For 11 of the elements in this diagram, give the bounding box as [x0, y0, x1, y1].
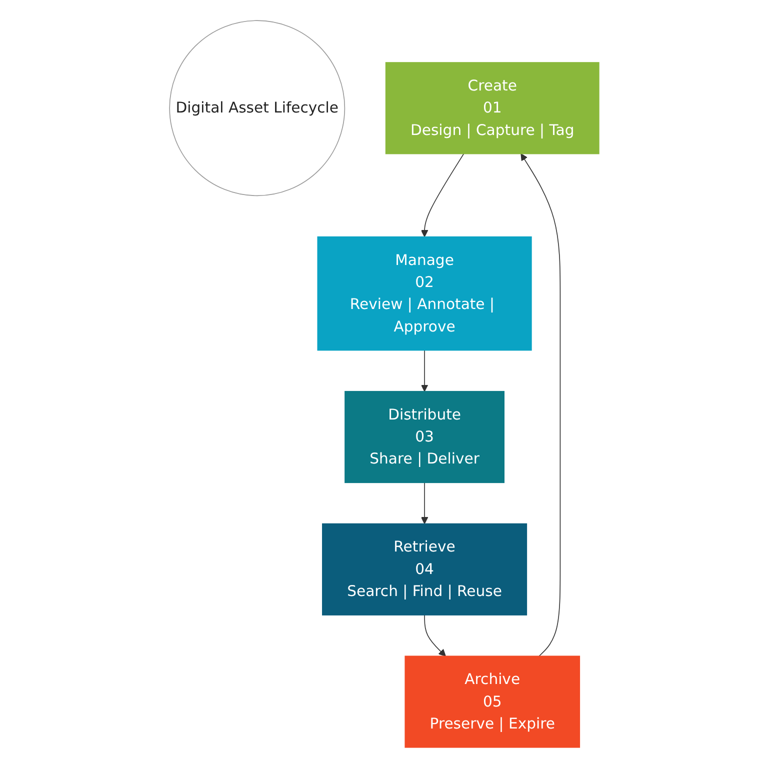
- node-circle: Digital Asset Lifecycle: [168, 20, 345, 196]
- node-box: Archive 05 Preserve | Expire: [404, 656, 580, 748]
- node-box: Create 01 Design | Capture | Tag: [385, 62, 600, 154]
- arrow: [420, 482, 428, 524]
- node-box: Distribute 03 Share | Deliver: [344, 390, 504, 484]
- arrow: [520, 153, 560, 657]
- node-box: Manage 02 Review | Annotate | Approve: [316, 236, 532, 351]
- arrow: [420, 153, 464, 238]
- arrow: [424, 614, 446, 656]
- arrow: [420, 350, 428, 392]
- node-box: Retrieve 04 Search | Find | Reuse: [322, 523, 527, 616]
